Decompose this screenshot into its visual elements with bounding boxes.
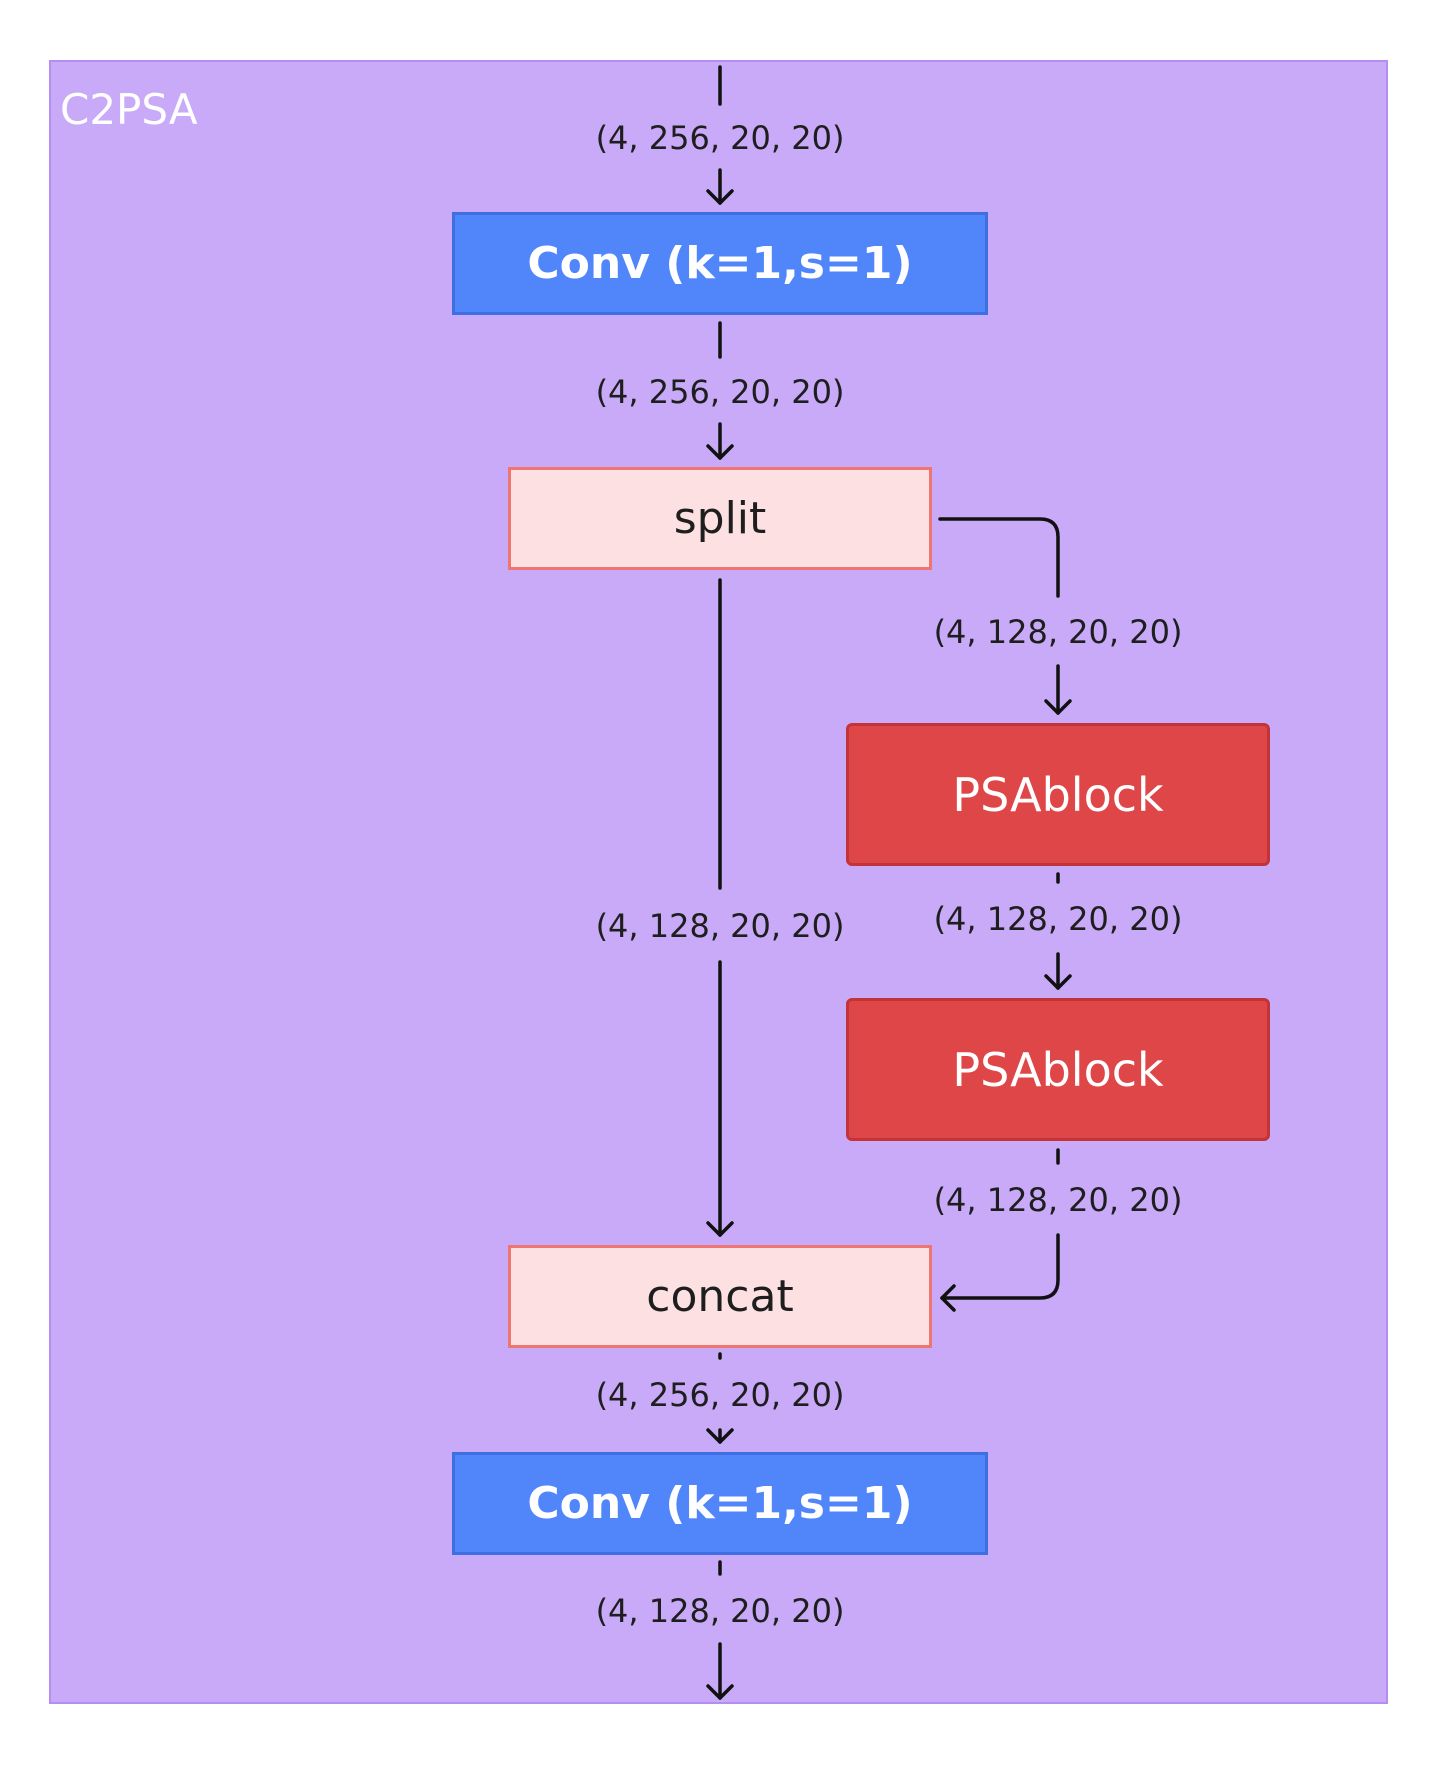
shape-label-input: (4, 256, 20, 20): [595, 119, 845, 157]
edge-output-arrowhead: [706, 1684, 734, 1700]
shape-label-split-concat: (4, 128, 20, 20): [595, 907, 845, 945]
edge-psa2-concat-arrowhead: [940, 1284, 956, 1312]
edge-concat-conv-arrowhead: [706, 1428, 734, 1444]
shape-label-concat-conv: (4, 256, 20, 20): [595, 1376, 845, 1414]
edge-psa1-psa2-arrowhead: [1044, 974, 1072, 990]
psablock-2: PSAblock: [846, 998, 1270, 1141]
module-title: C2PSA: [60, 85, 198, 134]
concat-block: concat: [508, 1245, 932, 1348]
edge-split-psa1-arrowhead: [1044, 699, 1072, 715]
edge-conv-split-arrowhead: [706, 444, 734, 460]
shape-label-split-psa1: (4, 128, 20, 20): [933, 613, 1183, 651]
conv-output-block: Conv (k=1,s=1): [452, 1452, 988, 1555]
shape-label-conv-split: (4, 256, 20, 20): [595, 373, 845, 411]
conv-input-block: Conv (k=1,s=1): [452, 212, 988, 315]
edge-split-concat-arrowhead: [706, 1221, 734, 1237]
edge-input-arrowhead: [706, 189, 734, 205]
edge-psa2-concat-line-bottom: [940, 1233, 1060, 1300]
shape-label-psa1-psa2: (4, 128, 20, 20): [933, 900, 1183, 938]
shape-label-output: (4, 128, 20, 20): [595, 1592, 845, 1630]
shape-label-psa2-concat: (4, 128, 20, 20): [933, 1181, 1183, 1219]
edge-split-psa1-line-top: [938, 517, 1060, 598]
psablock-1: PSAblock: [846, 723, 1270, 866]
split-block: split: [508, 467, 932, 570]
